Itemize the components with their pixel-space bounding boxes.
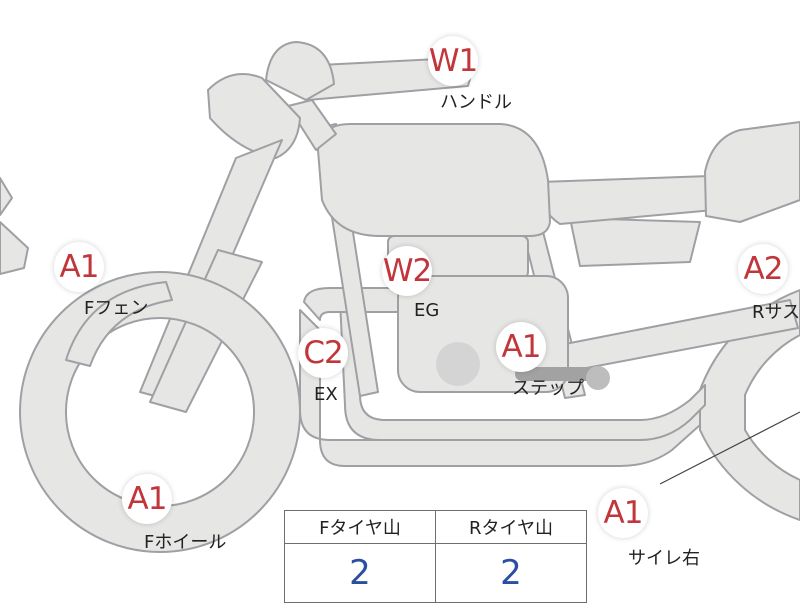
rear-suspension-badge: A2	[738, 244, 788, 294]
handle-label: ハンドル	[440, 92, 512, 113]
rear-tire-header: Rタイヤ山	[435, 510, 587, 544]
tire-tread-table: Fタイヤ山 Rタイヤ山 2 2	[284, 510, 587, 603]
engine-badge: W2	[382, 246, 432, 296]
steering-neck	[287, 99, 337, 151]
rear-subframe	[569, 217, 701, 267]
front-tire-value: 2	[284, 543, 436, 603]
table-value-row: 2 2	[284, 543, 587, 603]
engine-label: EG	[414, 300, 440, 321]
front-fender-badge: A1	[54, 242, 104, 292]
exhaust-badge: C2	[298, 328, 348, 378]
exhaust-upper-pipe	[339, 299, 706, 441]
rear-tire-value: 2	[435, 543, 587, 603]
front-cowl-fragment	[0, 221, 29, 275]
handle-badge: W1	[428, 36, 478, 86]
engine-cover	[436, 342, 480, 386]
front-tire-header: Fタイヤ山	[284, 510, 436, 544]
silencer-right-label: サイレ右	[628, 548, 700, 569]
exhaust-lower-pipe	[299, 309, 701, 467]
front-fender	[65, 281, 173, 367]
silencer-leader-line	[659, 411, 800, 485]
mirror	[265, 41, 335, 101]
tail-cowl	[704, 121, 800, 223]
exhaust-label: EX	[314, 384, 338, 405]
rear-suspension-label: Rサス	[752, 302, 800, 323]
front-light-fragment	[0, 177, 13, 216]
seat	[538, 175, 715, 225]
table-header-row: Fタイヤ山 Rタイヤ山	[284, 510, 587, 544]
step-badge: A1	[496, 322, 546, 372]
fuel-tank	[317, 123, 551, 237]
step-label: ステップ	[512, 378, 584, 399]
footpeg-end	[586, 366, 610, 390]
front-wheel-badge: A1	[122, 474, 172, 524]
headlight	[207, 73, 301, 159]
front-wheel-label: Fホイール	[144, 532, 227, 553]
silencer-right-badge: A1	[598, 488, 648, 538]
front-fender-label: Fフェン	[84, 298, 149, 319]
